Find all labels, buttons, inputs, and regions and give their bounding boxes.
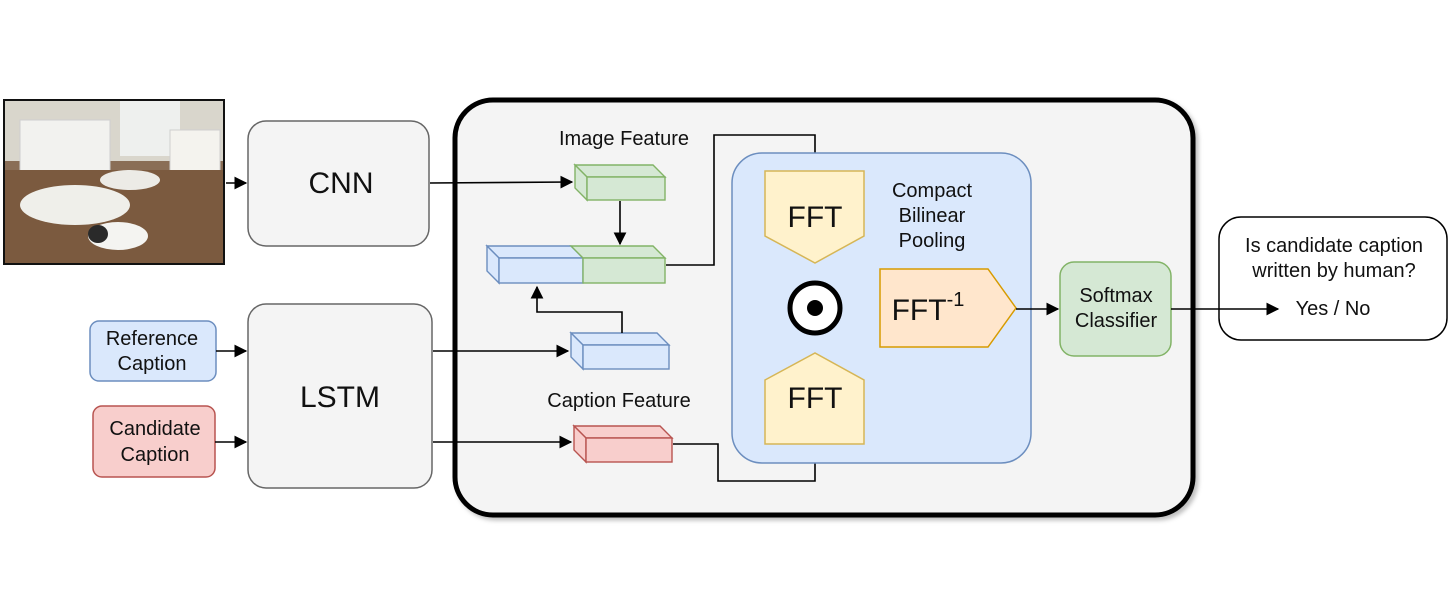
softmax-label-line1: Softmax [1079, 285, 1152, 307]
output-box: Is candidate caption written by human? Y… [1218, 216, 1448, 341]
caption-feature-label: Caption Feature [547, 390, 690, 412]
candidate-caption-box: Candidate Caption [92, 405, 216, 478]
arrow-cnn-to-image-feature [429, 175, 574, 189]
fft-bottom-label: FFT [788, 382, 843, 415]
arrow-candidate-feature-to-fft-bottom [673, 443, 822, 482]
output-answer: Yes / No [1296, 298, 1371, 320]
elementwise-product-icon [787, 280, 843, 336]
image-feature-label: Image Feature [559, 128, 689, 150]
softmax-label-line2: Classifier [1075, 310, 1158, 332]
inverse-fft-superscript: -1 [947, 289, 965, 311]
candidate-caption-line2: Caption [121, 444, 190, 466]
cbp-label-line1: Compact [892, 180, 972, 202]
cbp-label-line2: Bilinear [899, 205, 966, 227]
candidate-caption-line1: Candidate [109, 418, 200, 440]
input-image [3, 99, 225, 265]
softmax-classifier-box: Softmax Classifier [1059, 261, 1172, 357]
fft-top-block: FFT [764, 170, 865, 264]
reference-caption-box: Reference Caption [89, 320, 217, 382]
fft-bottom-block: FFT [764, 352, 865, 445]
lstm-box: LSTM [247, 303, 433, 489]
cnn-label: CNN [309, 167, 374, 200]
reference-caption-feature-vector [569, 331, 671, 371]
fft-top-label: FFT [788, 201, 843, 234]
output-question-line2: written by human? [1251, 260, 1415, 282]
candidate-caption-feature-vector [572, 424, 674, 464]
cbp-label-line3: Pooling [899, 230, 966, 252]
inverse-fft-label: FFT-1 [892, 289, 965, 327]
cnn-box: CNN [247, 120, 430, 247]
lstm-label: LSTM [300, 381, 380, 414]
arrow-reference-feature-to-concat [530, 285, 623, 333]
arrow-concat-to-fft-top [666, 134, 822, 266]
reference-caption-line1: Reference [106, 328, 198, 350]
reference-caption-line2: Caption [118, 353, 187, 375]
concatenated-feature-vector [485, 244, 667, 285]
inverse-fft-block: FFT-1 [879, 268, 1017, 348]
image-feature-vector [573, 163, 667, 202]
output-question-line1: Is candidate caption [1245, 235, 1423, 257]
